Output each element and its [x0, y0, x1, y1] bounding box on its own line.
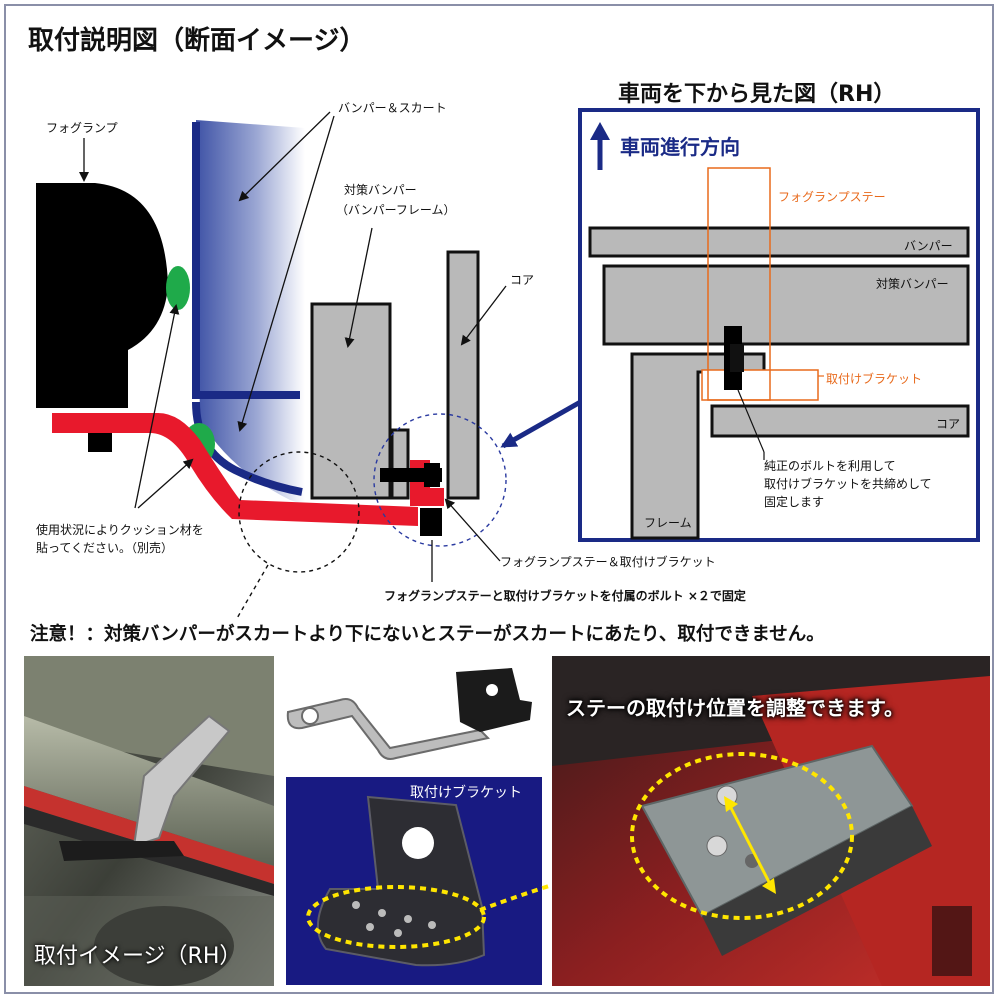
bolt-leader [737, 389, 765, 453]
label-counter-bumper: 対策バンパー [344, 183, 417, 197]
leader-counter-bumper [344, 227, 373, 348]
label-stay-bracket: フォグランプステー＆取付けブラケット [500, 555, 716, 569]
detail-leader-dashed [235, 564, 269, 620]
label-mount-bracket: 取付けブラケット [826, 372, 923, 386]
bracket-l-shape [316, 795, 486, 967]
label-frame: フレーム [644, 516, 692, 530]
label-fog-lamp: フォグランプ [46, 121, 118, 135]
adjust-photo [552, 656, 990, 986]
bracket-rect [701, 369, 819, 401]
detail-circle-left [238, 451, 360, 573]
bottom-view-diagram [578, 108, 980, 542]
label-bumper: バンパー [904, 239, 953, 253]
bracket-plate [390, 428, 410, 500]
leader-core [460, 285, 507, 346]
label-counter-bumper-sub: （バンパーフレーム） [336, 203, 456, 217]
adjust-highlight-ellipse [630, 752, 854, 920]
outer-frame [4, 4, 994, 994]
adjust-caption: ステーの取付け位置を調整できます。 [566, 696, 904, 720]
detail-circle-right [373, 413, 507, 547]
fog-lamp-shape [36, 183, 168, 408]
label-bolt-line2: 取付けブラケットを共締めして [764, 477, 932, 491]
page-title: 取付説明図（断面イメージ） [28, 26, 366, 56]
label-fog-stay: フォグランプステー [778, 190, 886, 204]
label-bumper-skirt: バンパー＆スカート [338, 101, 447, 115]
warning-text: 注意！：対策バンパーがスカートより下にないとステーがスカートにあたり、取付できま… [30, 624, 825, 645]
bolt-lower [420, 508, 442, 536]
label-core: コア [510, 273, 535, 287]
label-cushion-line2: 貼ってください。（別売） [36, 541, 174, 555]
leader-cushion-1 [134, 304, 180, 509]
cushion-pad-upper [166, 266, 190, 310]
cross-section-diagram [36, 111, 600, 620]
leader-bumper-1 [238, 111, 331, 202]
bottom-view-title: 車両を下から見た図（RH） [618, 82, 896, 107]
counter-bumper-bar [602, 264, 970, 346]
bumper-outline [192, 122, 300, 399]
frame-shape [630, 352, 766, 540]
label-cushion-line1: 使用状況によりクッション材を [36, 523, 204, 537]
label-bolt-note: フォグランプステーと取付けブラケットを付属のボルト ×２で固定 [384, 589, 746, 603]
leader-cushion-2 [137, 458, 194, 509]
install-photo [24, 656, 274, 986]
bolt-head [730, 344, 744, 372]
direction-label: 車両進行方向 [620, 135, 740, 159]
highlight-ellipse [306, 885, 486, 949]
bracket-photo [286, 777, 542, 985]
install-caption: 取付イメージ（RH） [34, 944, 242, 969]
stay-part-shape [286, 698, 491, 760]
label-inset-counter-bumper: 対策バンパー [876, 277, 949, 291]
bracket-photo-label: 取付けブラケット [410, 785, 522, 801]
leader-bumper-2 [237, 115, 335, 432]
label-bolt-line3: 固定します [764, 495, 825, 509]
bolt-head-upper [424, 463, 440, 487]
label-inset-core: コア [936, 417, 961, 431]
bumper-bar [588, 226, 970, 258]
core-block [446, 250, 480, 500]
fog-stay-outline [707, 167, 771, 401]
counter-bumper-block [310, 302, 392, 500]
bracket-part-shape [456, 668, 532, 732]
label-bolt-line1: 純正のボルトを利用して [764, 459, 896, 473]
fog-lamp-stay [52, 413, 418, 526]
bumper-skirt-shape [196, 120, 305, 505]
adjust-double-arrow [728, 805, 772, 885]
leader-stay-bracket [444, 498, 501, 562]
stay-part-photo [280, 660, 542, 770]
